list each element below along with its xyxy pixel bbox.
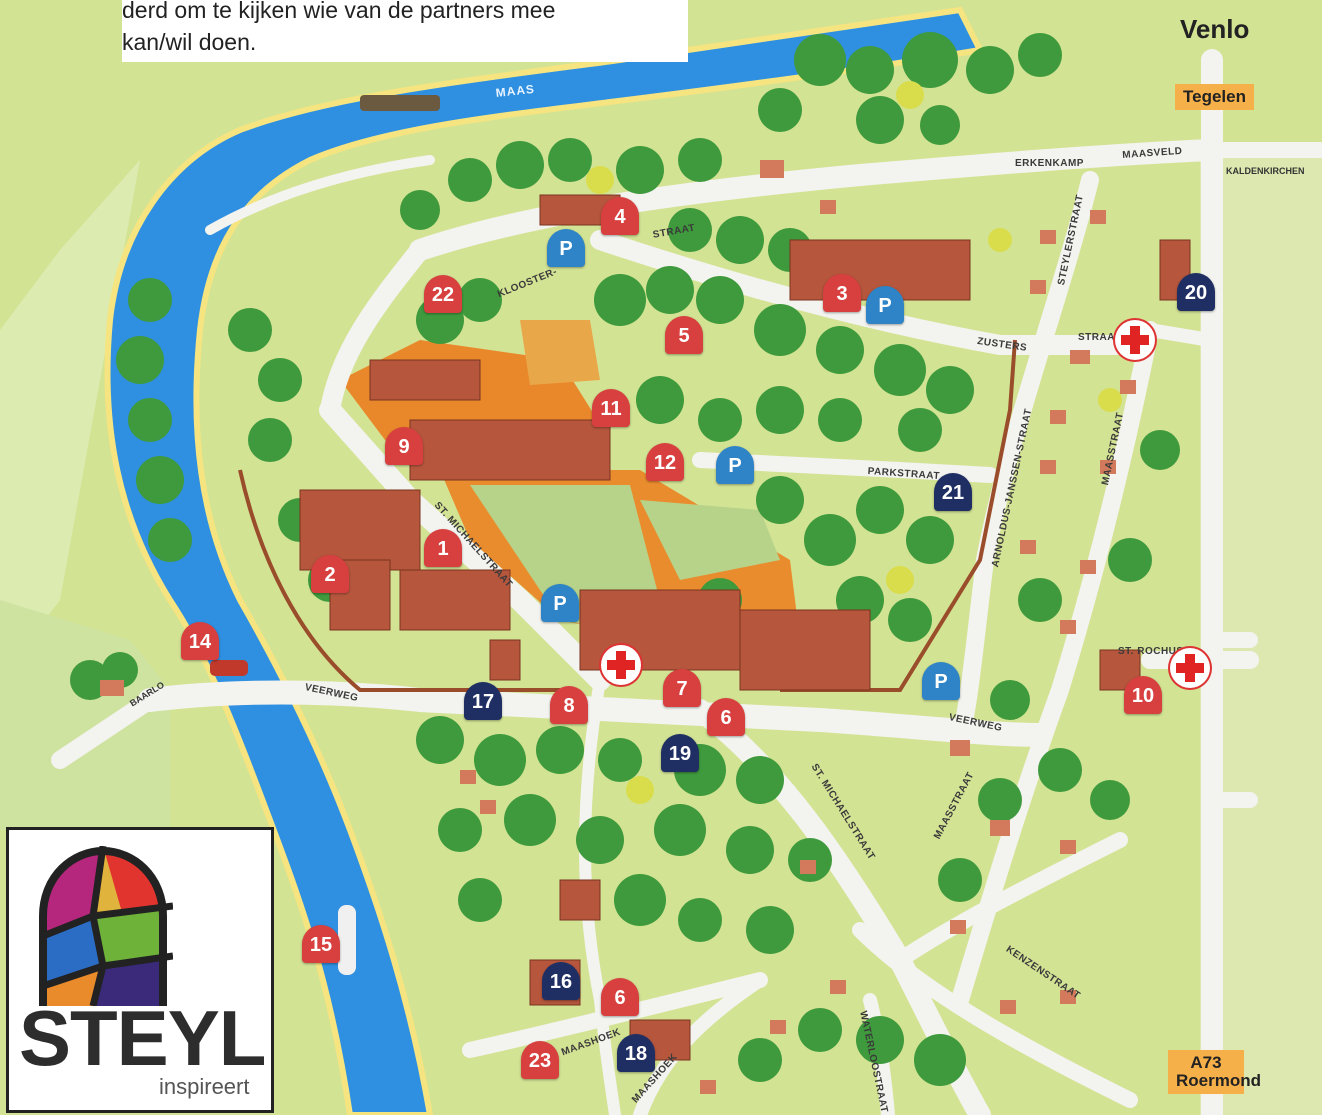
poi-marker-8[interactable]: 8 <box>550 686 588 724</box>
intro-line-1: derd om te kijken wie van de partners me… <box>122 0 556 23</box>
poi-marker-18[interactable]: 18 <box>617 1034 655 1072</box>
poi-marker-2[interactable]: 2 <box>311 555 349 593</box>
logo-wordmark: STEYL <box>19 994 266 1082</box>
first-aid-icon-rochus[interactable] <box>1170 648 1210 688</box>
poi-marker-15[interactable]: 15 <box>302 925 340 963</box>
street-straat-east: STRAAT <box>1078 332 1121 343</box>
steyl-logo: STEYL inspireert <box>6 827 274 1113</box>
intro-text: derd om te kijken wie van de partners me… <box>122 0 688 62</box>
first-aid-icon-veerweg[interactable] <box>601 645 641 685</box>
parking-marker-park[interactable]: P <box>716 446 754 484</box>
poi-marker-16[interactable]: 16 <box>542 962 580 1000</box>
roermond-label: Roermond <box>1176 1071 1261 1090</box>
houses <box>100 160 1136 1094</box>
destination-a73-roermond: A73 Roermond <box>1168 1050 1261 1094</box>
poi-marker-1[interactable]: 1 <box>424 529 462 567</box>
a73-label: A73 <box>1190 1053 1222 1072</box>
town-venlo: Venlo <box>1180 14 1250 44</box>
poi-marker-17[interactable]: 17 <box>464 682 502 720</box>
logo-tagline: inspireert <box>159 1074 250 1099</box>
monastery-wall <box>238 469 560 692</box>
parking-marker-zusters[interactable]: P <box>866 286 904 324</box>
poi-marker-23[interactable]: 23 <box>521 1041 559 1079</box>
poi-marker-21[interactable]: 21 <box>934 473 972 511</box>
street-st-rochus: ST. ROCHUS <box>1118 646 1184 657</box>
poi-marker-19[interactable]: 19 <box>661 734 699 772</box>
parking-marker-klooster[interactable]: P <box>547 229 585 267</box>
cross-garden <box>520 320 600 385</box>
poi-marker-14[interactable]: 14 <box>181 622 219 660</box>
ferry-boat <box>210 660 248 676</box>
poi-marker-3[interactable]: 3 <box>823 274 861 312</box>
poi-marker-11[interactable]: 11 <box>592 389 630 427</box>
parking-marker-veerweg[interactable]: P <box>922 662 960 700</box>
poi-marker-9[interactable]: 9 <box>385 427 423 465</box>
town-tegelen: Tegelen <box>1175 84 1254 110</box>
poi-marker-6-south[interactable]: 6 <box>601 978 639 1016</box>
poi-marker-20[interactable]: 20 <box>1177 273 1215 311</box>
poi-marker-10[interactable]: 10 <box>1124 676 1162 714</box>
intro-line-2: kan/wil doen. <box>122 29 257 55</box>
first-aid-icon-straat[interactable] <box>1115 320 1155 360</box>
poi-marker-7[interactable]: 7 <box>663 669 701 707</box>
west-bank <box>0 160 140 680</box>
direction-kaldenkirchen: KALDENKIRCHEN <box>1226 166 1305 176</box>
poi-marker-6-north[interactable]: 6 <box>707 698 745 736</box>
road-network <box>51 49 1322 1115</box>
poi-marker-4[interactable]: 4 <box>601 197 639 235</box>
river-cruise-ship <box>338 905 356 975</box>
parking-marker-michael[interactable]: P <box>541 584 579 622</box>
poi-marker-12[interactable]: 12 <box>646 443 684 481</box>
stained-glass-arch-icon <box>39 846 173 1006</box>
barge <box>360 95 440 111</box>
poi-marker-5[interactable]: 5 <box>665 316 703 354</box>
poi-marker-22[interactable]: 22 <box>424 275 462 313</box>
lawn-east <box>640 500 780 580</box>
street-erkenkamp: ERKENKAMP <box>1015 158 1084 169</box>
tree-clusters <box>70 32 1180 1086</box>
